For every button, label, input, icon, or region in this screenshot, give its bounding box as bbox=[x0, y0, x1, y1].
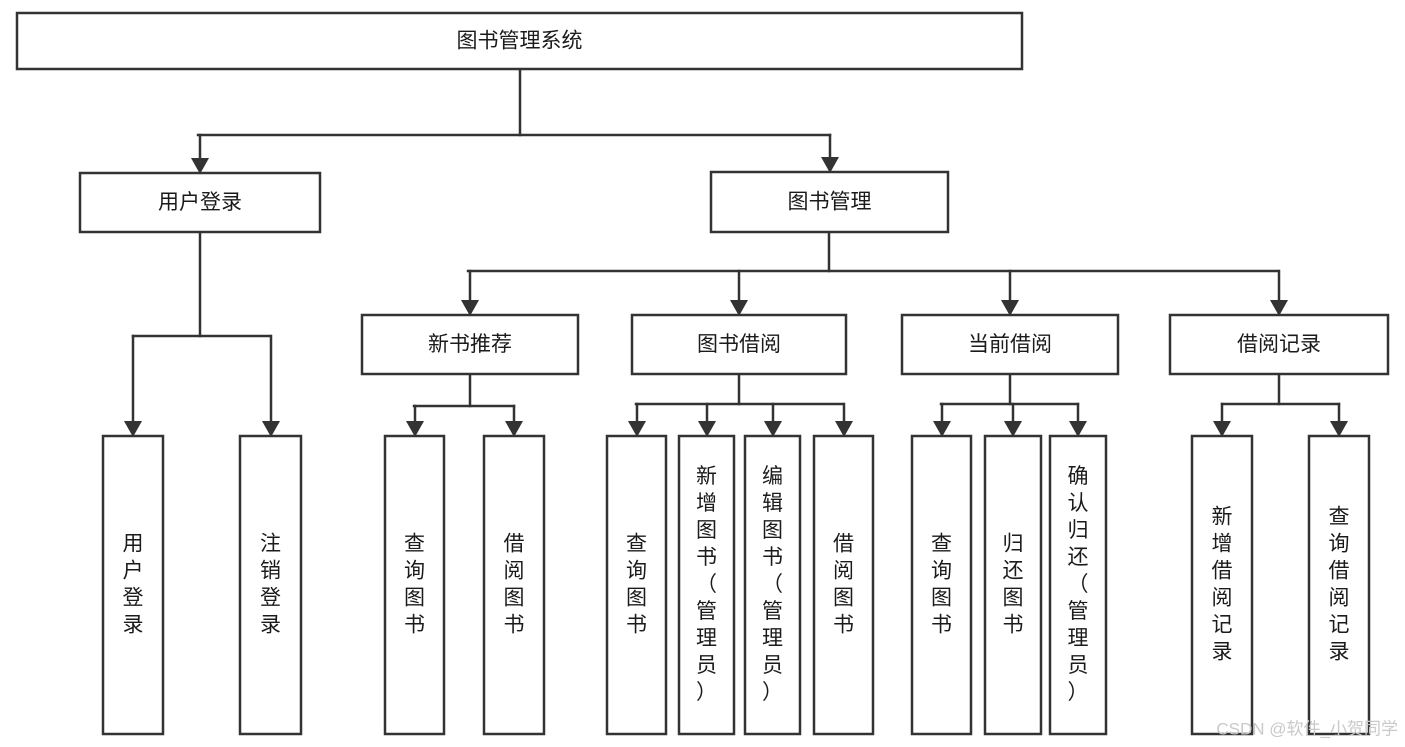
node-new-book-rec[interactable]: 新书推荐 bbox=[360, 313, 580, 376]
edge-book-borrow-to-leaf-bb-query bbox=[628, 402, 646, 437]
edge-root-to-user-login bbox=[191, 133, 209, 174]
node-label: 注销登录 bbox=[260, 533, 281, 637]
node-label: 查询借阅记录 bbox=[1329, 506, 1350, 664]
node-book-borrow[interactable]: 图书借阅 bbox=[630, 313, 848, 376]
node-current-borrow[interactable]: 当前借阅 bbox=[900, 313, 1120, 376]
node-label: 查询图书 bbox=[404, 533, 425, 637]
connector-bus-user-login bbox=[131, 230, 272, 338]
node-label: 用户登录 bbox=[158, 191, 242, 214]
node-layer: 图书管理系统用户登录图书管理新书推荐图书借阅当前借阅借阅记录用户登录注销登录查询… bbox=[15, 11, 1390, 736]
connector-bus-book-borrow bbox=[634, 372, 845, 406]
node-label: 新书推荐 bbox=[428, 333, 512, 356]
edge-borrow-record-to-leaf-br-query bbox=[1330, 402, 1348, 437]
node-label: 借阅图书 bbox=[833, 533, 854, 637]
edge-new-book-rec-to-leaf-rec-query bbox=[406, 404, 424, 437]
edge-user-login-to-leaf-user-logout bbox=[262, 334, 280, 437]
node-leaf-bb-edit[interactable]: 编辑图书（管理员） bbox=[743, 434, 802, 736]
connector-bus-borrow-record bbox=[1220, 372, 1341, 406]
csdn-watermark: CSDN @软件_小贺同学 bbox=[1216, 719, 1398, 738]
edge-book-manage-to-borrow-record bbox=[1270, 269, 1288, 316]
edge-current-borrow-to-leaf-cb-query bbox=[933, 402, 951, 437]
node-label: 借阅记录 bbox=[1237, 333, 1321, 356]
connector-bus-current-borrow bbox=[939, 372, 1080, 406]
edge-book-manage-to-new-book-rec bbox=[461, 269, 479, 316]
node-label: 查询图书 bbox=[626, 533, 647, 637]
node-label: 归还图书 bbox=[1003, 533, 1024, 637]
edge-book-borrow-to-leaf-bb-add bbox=[698, 402, 716, 437]
node-book-manage[interactable]: 图书管理 bbox=[709, 170, 950, 234]
edge-root-to-book-manage bbox=[821, 133, 839, 173]
node-label: 确认归还（管理员） bbox=[1068, 465, 1089, 704]
connector-bus-new-book-rec bbox=[412, 372, 516, 408]
edge-borrow-record-to-leaf-br-add bbox=[1213, 402, 1231, 437]
node-leaf-cb-confirm[interactable]: 确认归还（管理员） bbox=[1048, 434, 1108, 736]
connector-bus-book-manage bbox=[466, 230, 1280, 273]
node-leaf-user-login[interactable]: 用户登录 bbox=[101, 434, 165, 736]
node-label: 编辑图书（管理员） bbox=[762, 465, 783, 704]
node-label: 借阅图书 bbox=[504, 533, 525, 637]
node-leaf-cb-return[interactable]: 归还图书 bbox=[983, 434, 1043, 736]
edge-book-borrow-to-leaf-bb-borrow bbox=[835, 402, 853, 437]
node-leaf-bb-query[interactable]: 查询图书 bbox=[605, 434, 668, 736]
node-label: 用户登录 bbox=[123, 533, 144, 637]
node-leaf-rec-query[interactable]: 查询图书 bbox=[383, 434, 446, 736]
edge-book-manage-to-book-borrow bbox=[730, 269, 748, 316]
node-leaf-rec-borrow[interactable]: 借阅图书 bbox=[482, 434, 546, 736]
node-leaf-br-add[interactable]: 新增借阅记录 bbox=[1190, 434, 1254, 736]
edge-layer bbox=[124, 67, 1348, 437]
edge-current-borrow-to-leaf-cb-return bbox=[1004, 402, 1022, 437]
node-label: 当前借阅 bbox=[968, 333, 1052, 356]
connector-bus-root bbox=[196, 67, 832, 137]
node-leaf-cb-query[interactable]: 查询图书 bbox=[910, 434, 973, 736]
node-root[interactable]: 图书管理系统 bbox=[15, 11, 1024, 71]
edge-book-manage-to-current-borrow bbox=[1001, 269, 1019, 316]
node-label: 新增借阅记录 bbox=[1212, 506, 1233, 664]
node-borrow-record[interactable]: 借阅记录 bbox=[1168, 313, 1390, 376]
node-leaf-user-logout[interactable]: 注销登录 bbox=[238, 434, 303, 736]
node-label: 图书借阅 bbox=[697, 333, 781, 356]
node-label: 查询图书 bbox=[931, 533, 952, 637]
edge-book-borrow-to-leaf-bb-edit bbox=[764, 402, 782, 437]
edge-user-login-to-leaf-user-login bbox=[124, 334, 142, 437]
node-leaf-bb-add[interactable]: 新增图书（管理员） bbox=[677, 434, 736, 736]
node-leaf-bb-borrow[interactable]: 借阅图书 bbox=[812, 434, 875, 736]
node-label: 图书管理 bbox=[788, 191, 872, 214]
node-leaf-br-query[interactable]: 查询借阅记录 bbox=[1307, 434, 1371, 736]
node-label: 图书管理系统 bbox=[457, 30, 583, 53]
edge-new-book-rec-to-leaf-rec-borrow bbox=[505, 404, 523, 437]
node-label: 新增图书（管理员） bbox=[696, 465, 717, 704]
node-user-login[interactable]: 用户登录 bbox=[78, 171, 322, 234]
edge-current-borrow-to-leaf-cb-confirm bbox=[1069, 402, 1087, 437]
